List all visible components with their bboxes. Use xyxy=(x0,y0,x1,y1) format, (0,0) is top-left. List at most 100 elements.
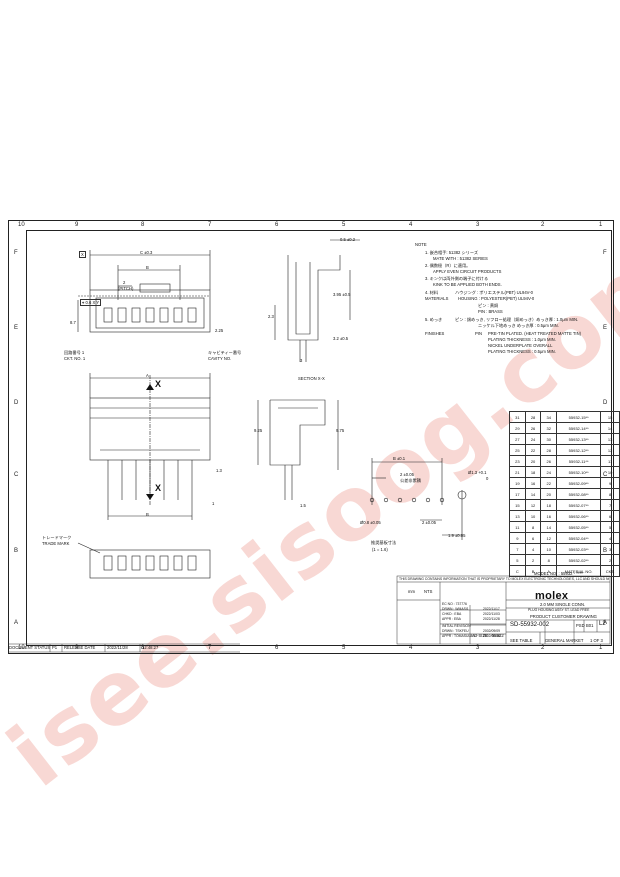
table-cell: 28 xyxy=(524,411,542,423)
note-2-jp: 2. 偶数極（R）に適用。 xyxy=(425,263,471,268)
table-cell: 18 xyxy=(540,499,558,511)
pcb-title-jp: 推奨基板寸法 xyxy=(371,540,397,545)
document-status-label: DOCUMENT STATUS xyxy=(9,645,51,650)
company-logo: molex xyxy=(535,590,569,602)
date-4: 2002/09/09 xyxy=(483,629,500,633)
zone-col: 10 xyxy=(18,645,25,651)
table-cell: 12 xyxy=(600,444,620,456)
zone-col: 10 xyxy=(18,222,25,228)
table-cell: 10 xyxy=(524,510,542,522)
table-cell: 55932-12** xyxy=(556,444,602,456)
note-5-jp1: ピン : 錫めっき, リフロー処理（銅めっき）めっき厚 : 1.0μm MIN. xyxy=(455,317,579,322)
table-cell: 34 xyxy=(540,411,558,423)
dim-0-5: 0.5 ±0.2 xyxy=(340,237,356,242)
table-cell: 55932-07** xyxy=(556,499,602,511)
table-cell: 55932-06** xyxy=(556,510,602,522)
note-1-en: MATE WITH : 51382 SERIES xyxy=(433,256,488,261)
dim-1-5: 1.5 xyxy=(300,503,306,508)
table-cell: 55932-10** xyxy=(556,466,602,478)
table-cell: 11 xyxy=(509,521,526,533)
dim-2-25: 2.25 xyxy=(215,328,224,333)
note-5-label: 5. めっき xyxy=(425,317,443,322)
finishes-pin: PIN xyxy=(475,331,482,336)
table-cell: 19 xyxy=(509,477,526,489)
table-cell: 2 xyxy=(524,554,542,566)
table-cell: 24 xyxy=(540,466,558,478)
zone-col: 2 xyxy=(541,645,545,651)
zone-col: 4 xyxy=(409,645,413,651)
table-cell: 5 xyxy=(600,521,620,533)
note-4-label: 4. 材料 xyxy=(425,290,439,295)
dim-phi-1-3-lower: 0 xyxy=(486,476,489,481)
zone-col: 6 xyxy=(275,222,279,228)
section-mark-x-bottom: X xyxy=(155,483,162,493)
table-cell: 9 xyxy=(509,532,526,544)
units: mm xyxy=(408,589,415,594)
zone-col: 7 xyxy=(208,222,212,228)
release-time: 12:48:27 xyxy=(142,645,159,650)
dim-1-9: 1.9 ±0.05 xyxy=(448,533,466,538)
table-cell: 7 xyxy=(509,543,526,555)
table-cell: 18 xyxy=(524,466,542,478)
dim-b: B xyxy=(146,265,149,270)
dim-a: A xyxy=(146,373,149,378)
finishes-label: FINISHES xyxy=(425,331,445,336)
dim-3-2: 3.2 ±0.5 xyxy=(333,336,349,341)
zone-row: B xyxy=(14,548,19,554)
side-view xyxy=(257,399,339,500)
dim-c: C ±0.3 xyxy=(140,250,153,255)
table-cell: 14 xyxy=(540,521,558,533)
dim-1: 1 xyxy=(212,501,215,506)
document-status: P1 xyxy=(52,645,58,650)
table-cell: 6 xyxy=(600,510,620,522)
finishes-line-4: PLATING THICKNESS : 0.5μm MIN. xyxy=(488,349,556,354)
table-cell: 13 xyxy=(509,510,526,522)
market: GENERAL MARKET xyxy=(545,638,584,643)
note-3-jp: 3. キンクは両外側の端子に付ける xyxy=(425,276,489,281)
table-cell: 55932-02** xyxy=(556,554,602,566)
table-cell: 6 xyxy=(524,532,542,544)
datum-x: X xyxy=(79,251,86,258)
dim-b-front: B xyxy=(146,512,149,517)
zone-col: 8 xyxy=(141,222,145,228)
sheet-size: A3-SIZE xyxy=(472,633,488,638)
note-4-materials: MATERIALS xyxy=(425,296,449,301)
zone-col: 2 xyxy=(541,222,545,228)
finishes-line-3: NICKEL UNDERPLATE OVERALL xyxy=(488,343,553,348)
cavity-no-en: CAVITY NO. xyxy=(208,356,232,361)
bottom-view-housing xyxy=(89,549,211,579)
zone-col: 9 xyxy=(75,222,79,228)
table-cell: 14 xyxy=(600,422,620,434)
table-cell: 55932-05** xyxy=(556,521,602,533)
note-4-housing-en: HOUSING : POLYESTER(PBT) UL94V-0 xyxy=(458,296,535,301)
zone-row: A xyxy=(603,620,608,626)
dim-2-pcb: 2 ±0.05 xyxy=(400,472,414,477)
date-3: 2022/11/28 xyxy=(483,617,500,621)
table-cell: 32 xyxy=(540,422,558,434)
series-no: 55932 xyxy=(492,633,504,638)
dim-b-pcb: B ±0.1 xyxy=(393,456,406,461)
gdt-frame: ⌖ 0.6 X Y xyxy=(80,299,102,306)
table-cell: 8 xyxy=(524,521,542,533)
note-3-en: KINK TO BE APPLIED BOTH ENDS. xyxy=(433,282,502,287)
note-2-en: APPLY EVEN CIRCUIT PRODUCTS xyxy=(433,269,502,274)
checked-by: CHKD : EBA xyxy=(442,612,462,616)
zone-col: 4 xyxy=(409,222,413,228)
table-cell: 26 xyxy=(524,422,542,434)
ec-no: EC NO : 737776 xyxy=(442,602,467,606)
zone-row: A xyxy=(14,620,19,626)
section-mark-x-top: X xyxy=(155,379,162,389)
table-cell: 55932-04** xyxy=(556,532,602,544)
model-no: MODEL NO. : 55932 - **** xyxy=(534,571,583,576)
table-cell: 10 xyxy=(600,466,620,478)
dim-9-25: 9.25 xyxy=(254,428,263,433)
drawn-by-2: DRWN : TSKFEU xyxy=(442,629,469,633)
table-cell: 9 xyxy=(600,477,620,489)
table-cell: 2 xyxy=(600,554,620,566)
approved-by: APPR : EBA xyxy=(442,617,461,621)
